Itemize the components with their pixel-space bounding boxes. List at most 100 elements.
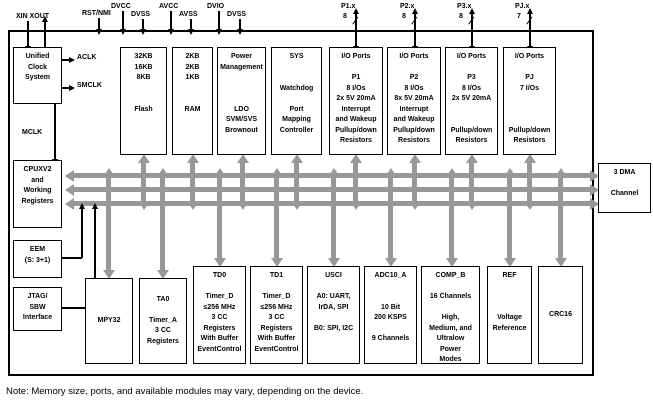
block-text-line (504, 105, 555, 116)
pin-label-avcc: AVCC (159, 3, 179, 10)
block-text-line: 8 I/Os (461, 84, 482, 92)
jtag-bus-link-h (62, 307, 95, 309)
block-text-line: and Wakeup (393, 116, 435, 123)
bus-connector-pmm (236, 154, 249, 210)
pin-label-p3x: P3.x (457, 3, 472, 10)
block-text-line: B0: SPI, I2C (313, 324, 354, 332)
footnote: Note: Memory size, ports, and available … (6, 386, 364, 397)
block-text-line: 3 DMA (613, 169, 636, 176)
block-text-line: 3 CC (268, 314, 285, 321)
block-text-line: and Wakeup (335, 116, 377, 123)
block-text-line (446, 105, 497, 116)
block-text-line (218, 84, 265, 95)
block-text-line: 8x 5V 20mA (394, 95, 434, 102)
block-text-line: Timer_D (205, 293, 234, 300)
block-text-line: 2x 5V 20mA (451, 95, 492, 102)
block-text-line (488, 292, 531, 303)
block-text-line: Controller (279, 126, 314, 134)
block-text-line (599, 179, 650, 190)
block-text-line (251, 282, 302, 293)
block-text-line (121, 94, 166, 105)
block-text-line: Timer_D (262, 293, 291, 300)
pin-label-pjx: PJ.x (515, 3, 530, 10)
pin-width-p2x: 8 (402, 13, 406, 20)
block-text-line: Voltage (497, 314, 522, 321)
block-text-line: I/O Ports (456, 53, 487, 60)
avcc-arrow (168, 11, 173, 35)
block-text-line: 3 CC (155, 327, 171, 335)
block-text-line: RAM (184, 105, 201, 113)
block-crc16: CRC16 (538, 266, 583, 364)
block-text-line (446, 63, 497, 74)
pin-label-xin-xout: XIN XOUT (16, 13, 50, 20)
block-text-line: Modes (439, 356, 462, 363)
block-text-line: 8 I/Os (346, 84, 366, 92)
pin-label-dvcc: DVCC (111, 3, 131, 10)
block-text-line (308, 313, 359, 324)
block-text-line: Registers (203, 324, 236, 332)
block-text-line: With Buffer (200, 335, 239, 342)
block-text-line (218, 94, 265, 105)
pin-label-p2x: P2.x (400, 3, 415, 10)
block-text-line: USCI (325, 272, 342, 279)
block-text-line (422, 303, 479, 314)
bus-connector-p1 (349, 154, 362, 210)
block-mpy32: MPY32 (85, 278, 133, 364)
block-eem: EEM(S: 3+1) (13, 240, 62, 278)
block-text-line: 9 Channels (371, 335, 410, 342)
block-text-line: EventControl (197, 345, 242, 353)
block-text-line: LDO (234, 105, 249, 113)
bus-connector-mpy32 (102, 168, 115, 279)
dvss-arrow-2 (237, 19, 242, 35)
block-text-line: 8KB (136, 74, 151, 81)
block-text-line: Clock (27, 63, 48, 71)
block-text-line: COMP_B (435, 272, 466, 279)
block-text-line: 2x 5V 20mA (336, 95, 376, 102)
block-text-line: CPUXV2 (23, 166, 52, 173)
block-text-line (140, 305, 186, 316)
block-text-line (218, 73, 265, 84)
block-text-line (488, 282, 531, 293)
block-text-line (365, 292, 416, 303)
block-text-line: P2 (409, 74, 419, 81)
block-text-line: Ultralow (436, 335, 465, 342)
block-text-line: Resistors (398, 137, 430, 144)
block-text-line: Resistors (513, 137, 546, 144)
block-text-line: Power (439, 345, 461, 353)
bus-connector-p3 (465, 154, 478, 210)
block-text-line: System (25, 74, 50, 81)
block-text-line: Interface (22, 314, 53, 321)
bus-connector-ta0 (156, 168, 169, 279)
bus-connector-adc (384, 168, 397, 267)
pin-label-rst-nmi: RST/NMI (82, 10, 111, 17)
block-text-line: High, (441, 314, 460, 321)
pin-label-dvss-1: DVSS (131, 11, 151, 18)
pin-width-pjx: 7 (517, 13, 521, 20)
block-text-line (330, 63, 382, 74)
bus-connector-usci (327, 168, 340, 267)
pin-label-dvio: DVIO (207, 3, 225, 10)
block-text-line: PJ (525, 74, 534, 81)
block-text-line (446, 115, 497, 126)
block-text-line: ≤256 MHz (203, 303, 236, 311)
block-text-line: CRC16 (549, 310, 572, 318)
mclk-line (52, 104, 57, 165)
eem-bus-link-v (79, 203, 84, 258)
block-text-line (272, 94, 321, 105)
block-text-line: EEM (29, 246, 46, 253)
block-text-line: Brownout (225, 126, 258, 134)
block-text-line: ≤256 MHz (260, 303, 293, 311)
block-text-line: REF (502, 272, 517, 279)
block-text-line: 10 Bit (380, 303, 401, 311)
block-text-line: SYS (289, 53, 304, 60)
block-text-line: Medium, and (429, 324, 472, 332)
block-text-line: MPY32 (97, 316, 121, 324)
block-text-line: SBW (29, 303, 46, 311)
